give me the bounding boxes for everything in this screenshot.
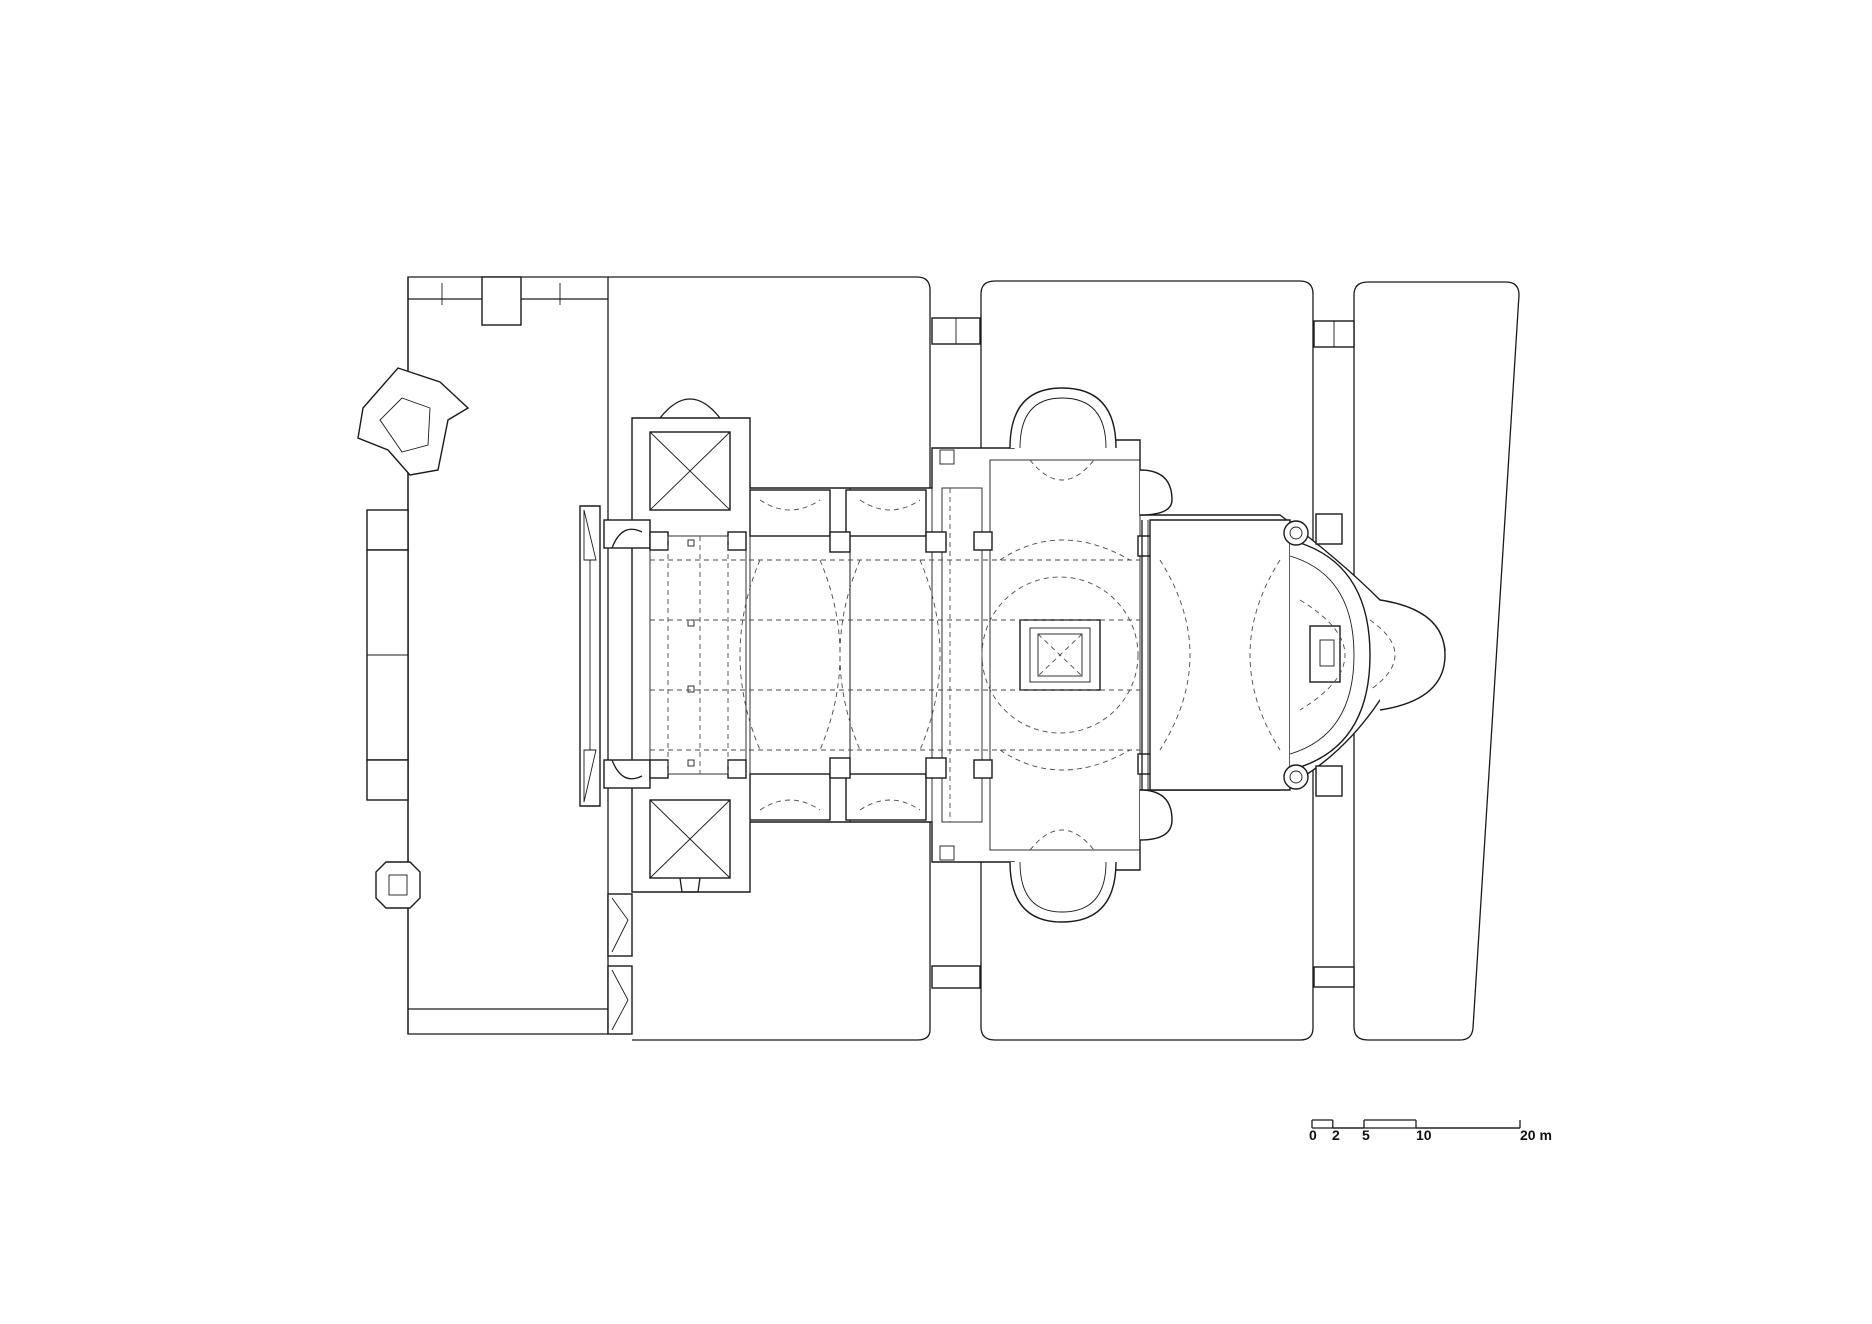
scale-bar <box>1311 1119 1521 1129</box>
scale-label-10: 10 <box>1416 1127 1432 1143</box>
scale-label-2: 2 <box>1332 1127 1340 1143</box>
ramps <box>607 893 633 1035</box>
church-building <box>579 387 1446 923</box>
scale-label-20m: 20 m <box>1520 1127 1552 1143</box>
scale-label-0: 0 <box>1309 1127 1317 1143</box>
east-courtyard <box>1353 281 1520 1041</box>
west-courtyard <box>357 276 931 1041</box>
vault-lines <box>650 459 1396 851</box>
scale-labels: 0 2 5 10 20 m <box>1309 1127 1552 1143</box>
gate-piers <box>931 317 1355 989</box>
middle-courtyard <box>980 280 1314 1041</box>
scale-label-5: 5 <box>1362 1127 1370 1143</box>
